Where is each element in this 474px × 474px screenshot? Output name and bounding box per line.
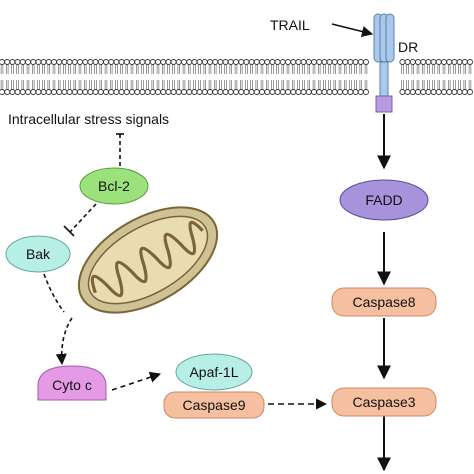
receptor-label: DR: [398, 39, 418, 55]
caspase8-label: Caspase8: [352, 294, 415, 310]
caspase3-label: Caspase3: [352, 394, 415, 410]
bcl2-label: Bcl-2: [98, 178, 130, 194]
cytoc-node: Cyto c: [37, 365, 107, 401]
apaf1l-label: Apaf-1L: [189, 364, 238, 380]
bcl2-inhibits-bak: [63, 203, 97, 237]
stress-inhibits-bcl2: [116, 133, 124, 166]
bak-label: Bak: [26, 246, 51, 262]
caspase9-label: Caspase9: [182, 397, 245, 413]
cell-membrane: [0, 59, 473, 95]
cytoc-to-apaf-arrow: [111, 371, 162, 391]
mitochondrion: [77, 206, 219, 314]
trail-to-receptor-arrow: [331, 23, 374, 37]
apaf1l-node: Apaf-1L: [175, 353, 253, 391]
fadd-node: FADD: [339, 179, 429, 221]
trail-label: TRAIL: [270, 17, 310, 33]
bcl2-node: Bcl-2: [79, 167, 149, 205]
fadd-label: FADD: [365, 192, 402, 208]
stress-signals-label: Intracellular stress signals: [8, 111, 169, 127]
cytoc-label: Cyto c: [52, 377, 92, 393]
caspase8-node: Caspase8: [331, 287, 437, 317]
bak-to-mitochondria-arrow: [43, 273, 65, 313]
death-receptor: [373, 13, 395, 113]
cytoc-release-arrow: [55, 317, 73, 366]
caspase3-node: Caspase3: [331, 387, 437, 417]
caspase9-node: Caspase9: [163, 391, 265, 419]
bak-node: Bak: [5, 235, 71, 273]
